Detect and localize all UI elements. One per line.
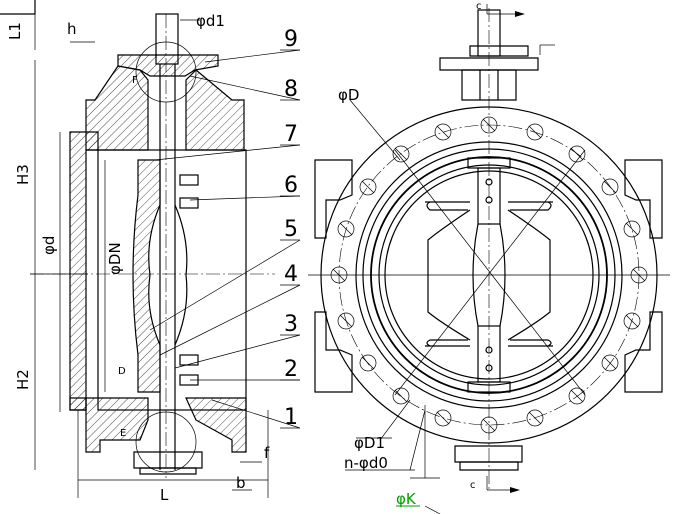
- callout-6: 6: [284, 173, 298, 198]
- label-phi-D1: φD1: [354, 434, 385, 452]
- label-c-bottom: c: [470, 480, 476, 491]
- callout-7: 7: [284, 122, 298, 147]
- callout-5: 5: [284, 217, 298, 242]
- dim-b: b: [236, 474, 246, 492]
- dim-H3: H3: [14, 164, 32, 185]
- callout-1: 1: [284, 405, 298, 430]
- label-phi-D: φD: [338, 86, 359, 104]
- callout-9: 9: [284, 27, 298, 52]
- section-view: L1 h φd1 H3 φd φDN H2 L b f F D E 9 8 7 …: [0, 0, 301, 504]
- dim-f: f: [264, 444, 270, 462]
- letter-E: E: [120, 428, 126, 439]
- dim-phi-DN: φDN: [106, 242, 124, 275]
- callout-3: 3: [284, 312, 298, 337]
- label-phi-K: φK: [396, 490, 417, 508]
- dim-L1: L1: [6, 22, 24, 40]
- callout-4: 4: [284, 262, 298, 287]
- letter-D: D: [118, 366, 126, 377]
- dim-phi-d1: φd1: [196, 12, 225, 30]
- dim-phi-d: φd: [40, 236, 58, 255]
- front-view: c c φD φD1 n-φd0 φK: [308, 1, 670, 514]
- letter-F: F: [132, 75, 138, 86]
- callout-2: 2: [284, 357, 298, 382]
- dim-H2: H2: [14, 369, 32, 390]
- dim-h: h: [67, 20, 77, 38]
- dim-L: L: [160, 486, 169, 504]
- label-c-top: c: [476, 1, 482, 12]
- label-n-phi-d0: n-φd0: [344, 454, 388, 472]
- callout-8: 8: [284, 77, 298, 102]
- bolt-holes: [330, 116, 648, 434]
